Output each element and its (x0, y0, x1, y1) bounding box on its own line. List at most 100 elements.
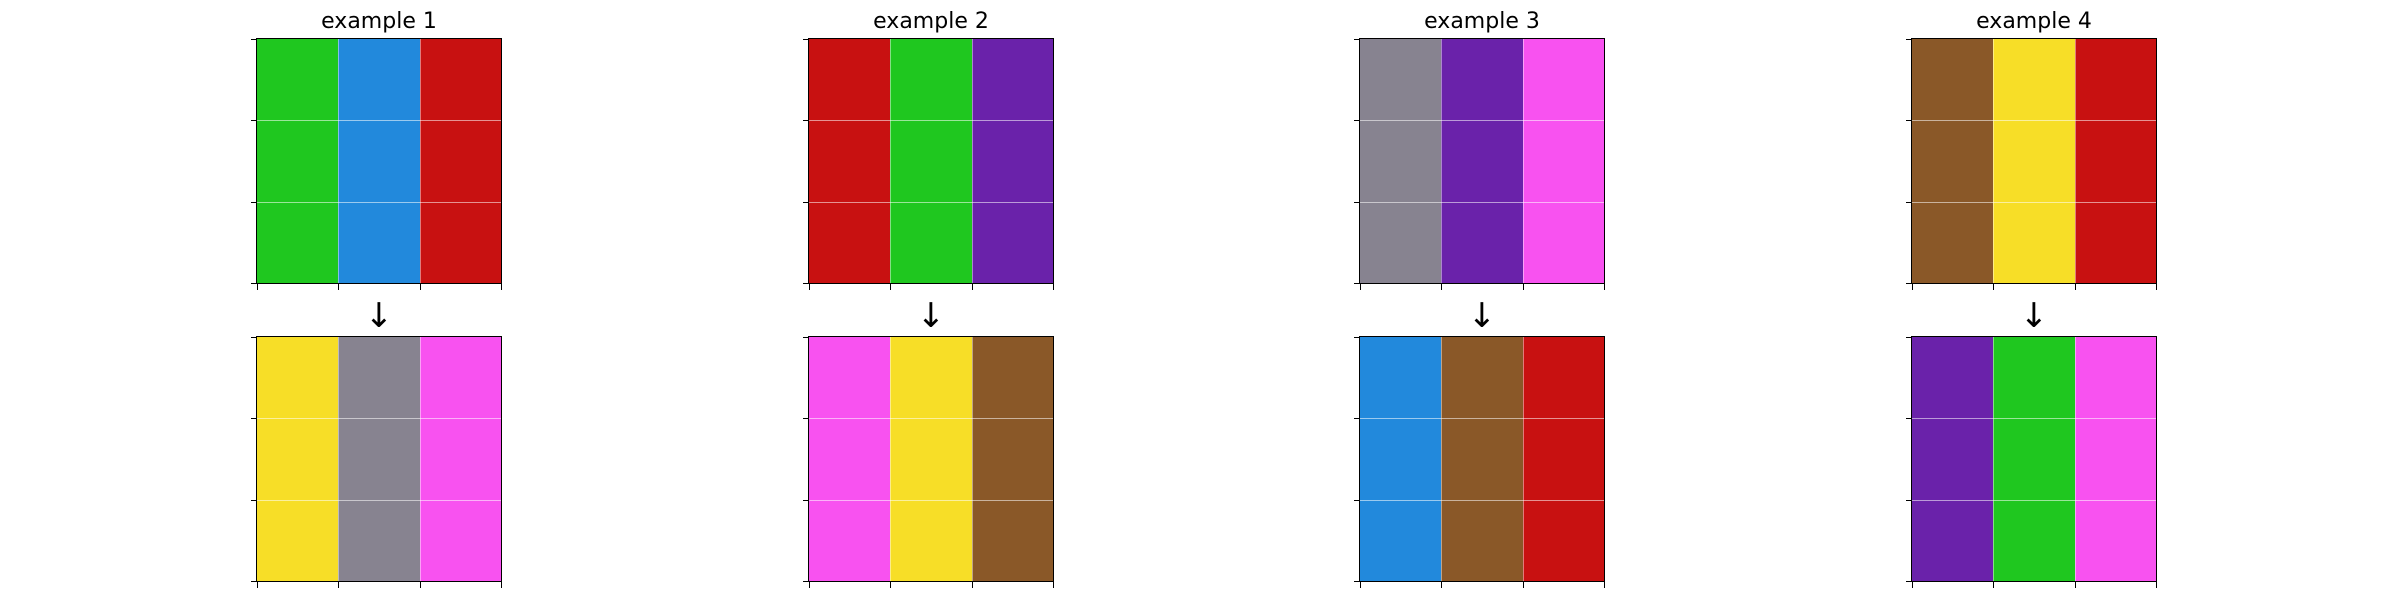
y-tick (251, 337, 257, 338)
x-tick (890, 582, 892, 588)
x-tick (809, 284, 810, 290)
grid-cell-green (890, 120, 972, 202)
grid-cell-red (809, 39, 891, 121)
grid-cell-yellow (1993, 39, 2075, 121)
grid-line (1522, 39, 1524, 283)
y-tick (251, 418, 257, 420)
input-grid (1354, 38, 1605, 290)
grid-cell-red (809, 201, 891, 283)
y-tick (1354, 581, 1360, 582)
grid-cell-blue (338, 120, 420, 202)
y-tick (251, 120, 257, 122)
x-tick (1993, 582, 1995, 588)
grid-cell-yellow (257, 418, 339, 500)
y-tick (803, 499, 809, 501)
y-tick (1906, 337, 1912, 338)
y-tick (251, 39, 257, 40)
grid-line (1912, 499, 2156, 501)
x-tick (501, 582, 502, 588)
grid-cell-red (1522, 418, 1604, 500)
grid-cell-blue (338, 201, 420, 283)
grid-cell-brown (1912, 201, 1994, 283)
y-tick (1906, 418, 1912, 420)
down-arrow-icon: ↓ (916, 296, 946, 336)
grid-line (1360, 120, 1604, 122)
output-grid (803, 336, 1054, 588)
down-arrow-icon: ↓ (364, 296, 394, 336)
grid-cell-green (257, 39, 339, 121)
grid-cell-brown (1912, 120, 1994, 202)
grid-cell-purple (971, 120, 1053, 202)
grid-line (338, 39, 340, 283)
grid-line (890, 337, 892, 581)
grid-cell-yellow (257, 337, 339, 419)
grid-cell-green (890, 201, 972, 283)
example-title: example 1 (321, 9, 437, 34)
y-tick (1354, 120, 1360, 122)
x-tick (2156, 284, 2157, 290)
x-tick (1360, 284, 1361, 290)
y-tick (1354, 39, 1360, 40)
grid-line (809, 201, 1053, 203)
grid-cell-yellow (257, 499, 339, 581)
grid-line (1522, 337, 1524, 581)
x-tick (338, 284, 340, 290)
grid-cell-red (1522, 499, 1604, 581)
grid-cell-red (419, 39, 501, 121)
grid-cell-magenta (2074, 499, 2156, 581)
grid-line (1993, 39, 1995, 283)
grid-cell-red (809, 120, 891, 202)
y-tick (803, 581, 809, 582)
grid-cell-gray (1360, 39, 1442, 121)
grid-cell-magenta (809, 499, 891, 581)
grid-cell-yellow (1993, 120, 2075, 202)
grid-line (419, 337, 421, 581)
x-tick (501, 284, 502, 290)
grid-cell-gray (1360, 201, 1442, 283)
y-tick (1354, 418, 1360, 420)
x-tick (2074, 284, 2076, 290)
x-tick (1053, 582, 1054, 588)
grid-cell-gray (338, 499, 420, 581)
grid-cell-gray (338, 337, 420, 419)
grid-line (1360, 499, 1604, 501)
x-tick (1604, 284, 1605, 290)
x-tick (1053, 284, 1054, 290)
example-4: example 4 ↓ (1906, 0, 2157, 600)
grid-cell-blue (1360, 337, 1442, 419)
x-tick (1993, 284, 1995, 290)
grid-cell-magenta (1522, 39, 1604, 121)
grid-line (890, 39, 892, 283)
x-tick (419, 284, 421, 290)
y-tick (1354, 499, 1360, 501)
grid-line (1912, 418, 2156, 420)
x-tick (971, 284, 973, 290)
grid-line (809, 418, 1053, 420)
y-tick (803, 337, 809, 338)
x-tick (1441, 284, 1443, 290)
grid-cell-magenta (809, 418, 891, 500)
grid-cell-green (1993, 337, 2075, 419)
output-grid (1354, 336, 1605, 588)
x-tick (1604, 582, 1605, 588)
y-tick (1906, 499, 1912, 501)
grid-cell-purple (1912, 499, 1994, 581)
example-title: example 4 (1976, 9, 2092, 34)
x-tick (809, 582, 810, 588)
x-tick (1912, 284, 1913, 290)
down-arrow-icon: ↓ (1467, 296, 1497, 336)
x-tick (1522, 582, 1524, 588)
grid-cell-magenta (1522, 201, 1604, 283)
grid-cell-magenta (2074, 418, 2156, 500)
y-tick (1354, 337, 1360, 338)
grid-cell-purple (1441, 39, 1523, 121)
grid-line (1912, 120, 2156, 122)
grid-cell-brown (1441, 499, 1523, 581)
grid-cell-brown (1441, 418, 1523, 500)
grid-cell-purple (1912, 337, 1994, 419)
grid-line (257, 201, 501, 203)
grid-cell-red (1522, 337, 1604, 419)
x-tick (257, 284, 258, 290)
grid-line (971, 39, 973, 283)
grid-cell-magenta (1522, 120, 1604, 202)
